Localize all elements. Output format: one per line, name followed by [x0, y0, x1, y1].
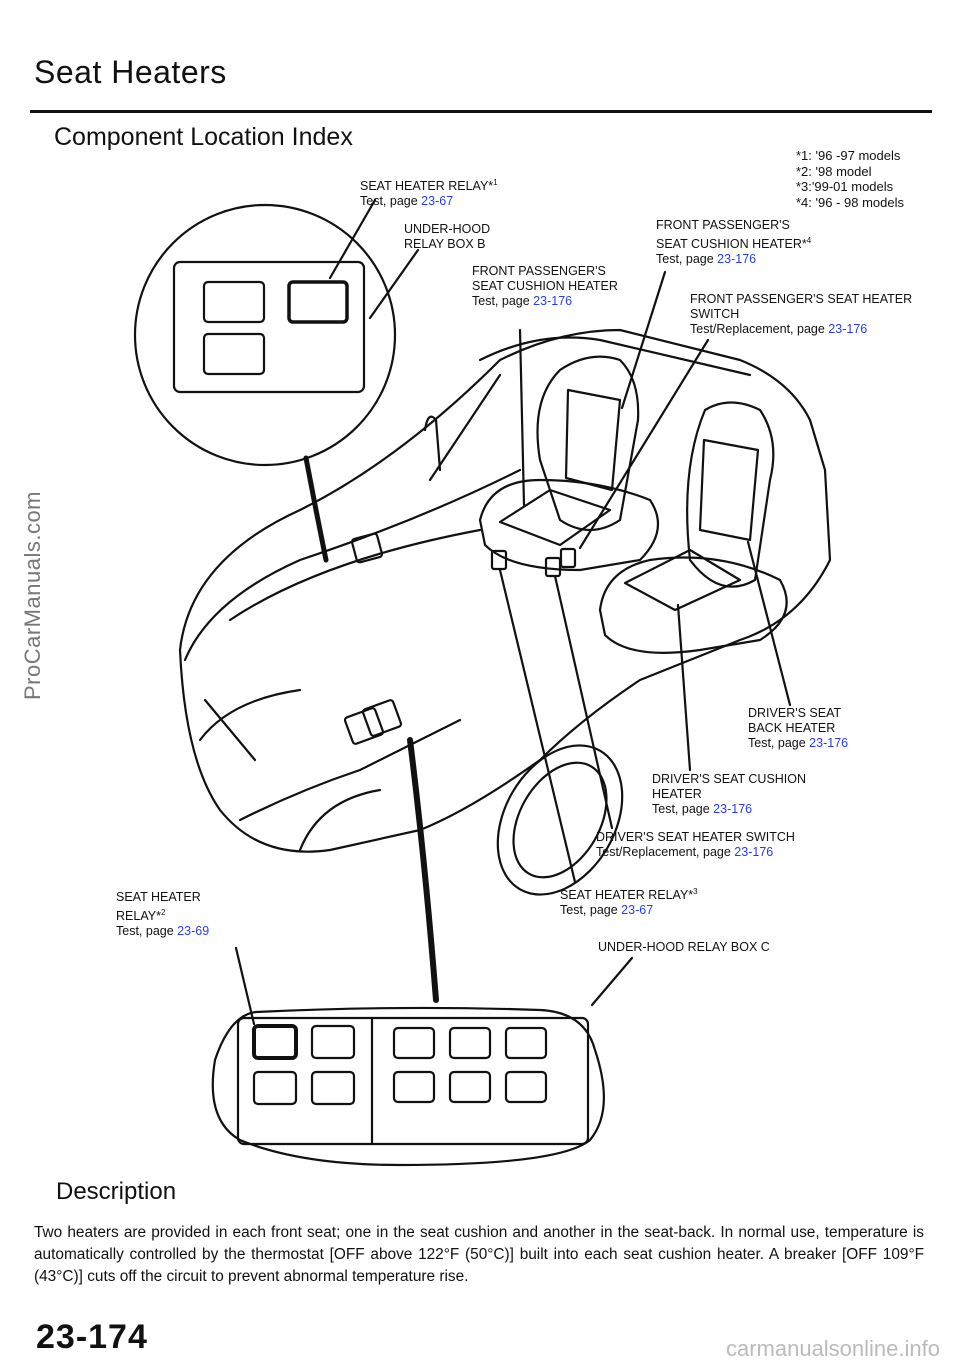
callout-front-passenger-cushion-heater-4: FRONT PASSENGER'S SEAT CUSHION HEATER*4 … — [656, 218, 812, 267]
callout-front-passenger-switch: FRONT PASSENGER'S SEAT HEATER SWITCH Tes… — [690, 292, 913, 336]
page-link[interactable]: 23-67 — [421, 194, 454, 209]
note-3: *3:'99-01 models — [796, 179, 894, 194]
page-title: Seat Heaters — [34, 54, 227, 90]
description-text: Two heaters are provided in each front s… — [34, 1224, 924, 1285]
page-number: 23-174 — [36, 1318, 148, 1356]
page-link[interactable]: 23-176 — [713, 802, 753, 816]
page-link[interactable]: 23-176 — [533, 294, 573, 308]
inset-relay-box-c — [211, 1006, 605, 1167]
relay-1-outline — [287, 280, 349, 324]
callout-relay-box-b: UNDER-HOOD RELAY BOX B — [404, 222, 491, 251]
page-link[interactable]: 23-176 — [717, 252, 757, 267]
model-notes: *1: '96 -97 models *2: '98 model *3:'99-… — [796, 148, 904, 210]
callout-relay-box-c: UNDER-HOOD RELAY BOX C — [598, 940, 770, 954]
driver-seat-cushion — [598, 556, 788, 654]
relay-box-c-housing — [236, 1016, 590, 1146]
callout-driver-cushion-heater: DRIVER'S SEAT CUSHION HEATER Test, page … — [652, 772, 807, 816]
description-heading: Description — [56, 1178, 177, 1205]
relay-2-outline — [252, 1024, 298, 1060]
passenger-seat-back — [536, 355, 640, 531]
page-link[interactable]: 23-176 — [809, 736, 849, 750]
driver-cushion-heater — [623, 548, 742, 612]
page-link[interactable]: 23-67 — [621, 903, 654, 918]
callout-driver-back-heater: DRIVER'S SEAT BACK HEATER Test, page 23-… — [748, 706, 849, 750]
callout-seat-heater-relay-1: SEAT HEATER RELAY*1 Test, page 23-67 — [360, 178, 498, 209]
front-wheel — [496, 744, 624, 896]
callout-driver-switch: DRIVER'S SEAT HEATER SWITCH Test/Replace… — [596, 830, 795, 859]
title-rule — [30, 110, 932, 113]
side-watermark: ProCarManuals.com — [20, 490, 45, 700]
passenger-back-heater — [564, 388, 622, 492]
page-link[interactable]: 23-69 — [177, 924, 210, 939]
relay-box-b-housing — [172, 260, 366, 394]
callout-seat-heater-relay-3: SEAT HEATER RELAY*3 Test, page 23-67 — [560, 887, 698, 918]
note-2: *2: '98 model — [796, 163, 872, 179]
note-1: *1: '96 -97 models — [796, 148, 901, 163]
inset-relay-box-b — [133, 203, 397, 467]
page-link[interactable]: 23-176 — [828, 322, 868, 336]
section-title: Component Location Index — [54, 123, 353, 151]
passenger-cushion-heater — [498, 488, 612, 547]
car-body — [178, 328, 832, 853]
driver-seat-back — [686, 401, 775, 588]
driver-back-heater — [698, 438, 760, 542]
passenger-seat-cushion — [478, 478, 660, 572]
callout-seat-heater-relay-2: SEAT HEATER RELAY*2 Test, page 23-69 — [116, 890, 210, 939]
footer-watermark: carmanualsonline.info — [725, 1336, 940, 1361]
page-link[interactable]: 23-176 — [734, 845, 774, 859]
note-4: *4: '96 - 98 models — [796, 194, 904, 210]
callout-front-passenger-cushion-heater: FRONT PASSENGER'S SEAT CUSHION HEATER Te… — [472, 264, 618, 308]
